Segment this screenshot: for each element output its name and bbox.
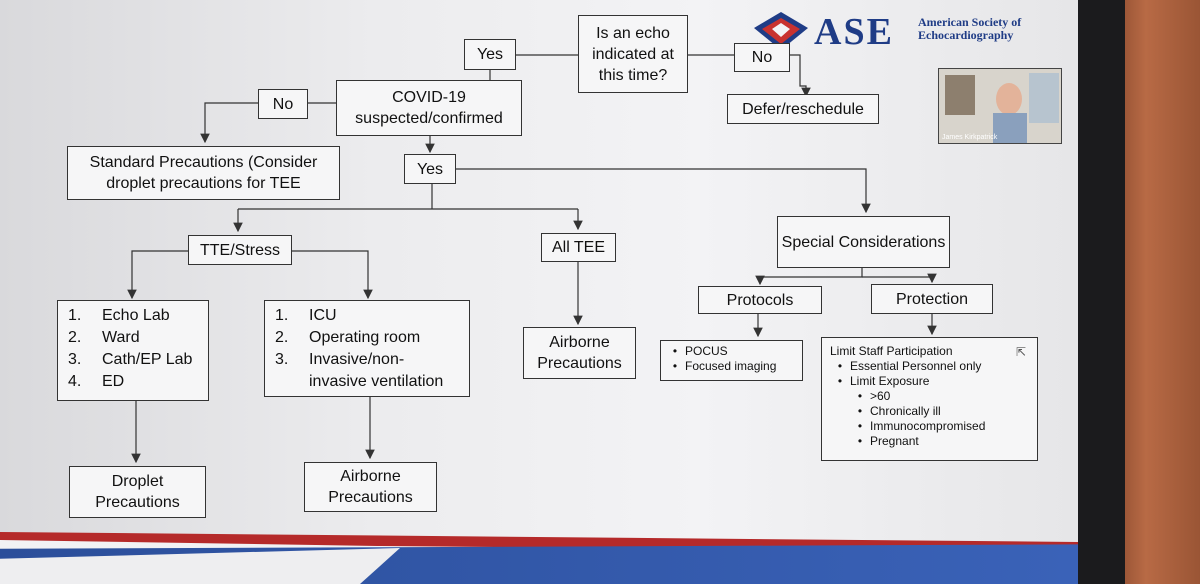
node-special-considerations: Special Considerations: [777, 216, 950, 268]
list-item: 1.ICU: [275, 307, 337, 324]
list-item: 3.Invasive/non-invasive ventilation: [275, 351, 444, 390]
list-item: 3.Cath/EP Lab: [68, 351, 193, 368]
logo-acronym: ASE: [814, 11, 894, 53]
participant-video: [939, 69, 1061, 143]
node-no-top: No: [734, 43, 790, 72]
node-no-covid: No: [258, 89, 308, 119]
node-airborne-tee: Airborne Precautions: [523, 327, 636, 379]
slide-screen: ASE American Society of Echocardiography…: [0, 0, 1078, 584]
protection-heading: Limit Staff Participation: [830, 344, 953, 358]
list-item: •POCUS: [672, 344, 728, 358]
list-locations-droplet: 1.Echo Lab 2.Ward 3.Cath/EP Lab 4.ED: [57, 300, 209, 401]
connector-tte-right: [292, 250, 373, 300]
connector-special-protection: [862, 273, 937, 284]
list-protection: Limit Staff Participation •Essential Per…: [821, 337, 1038, 461]
node-echo-indicated: Is an echo indicated at this time?: [578, 15, 688, 93]
node-all-tee: All TEE: [541, 233, 616, 262]
list-item: •Limit Exposure: [837, 374, 930, 388]
flowchart-connectors: [127, 54, 937, 464]
node-protocols: Protocols: [698, 286, 822, 314]
connector-no-standard: [200, 102, 258, 144]
connector-special-split: [755, 268, 863, 286]
list-sub-item: •Pregnant: [857, 434, 919, 448]
node-airborne-precautions: Airborne Precautions: [304, 462, 437, 512]
node-yes-top: Yes: [464, 39, 516, 70]
list-item: 2.Operating room: [275, 329, 421, 346]
list-item: 2.Ward: [68, 329, 140, 346]
mouse-cursor-icon: ⇱: [1016, 345, 1027, 359]
node-protection: Protection: [871, 284, 993, 314]
list-item: •Essential Personnel only: [837, 359, 982, 373]
ase-logo: ASE American Society of Echocardiography: [750, 8, 1050, 54]
node-tte-stress: TTE/Stress: [188, 235, 292, 265]
list-sub-item: •Immunocompromised: [857, 419, 986, 433]
node-droplet-precautions: Droplet Precautions: [69, 466, 206, 518]
list-item: 4.ED: [68, 373, 125, 390]
list-protocols: •POCUS •Focused imaging: [660, 340, 803, 381]
heart-emblem-icon: [754, 12, 808, 50]
list-item: •Focused imaging: [672, 359, 777, 373]
node-standard-precautions: Standard Precautions (Consider droplet p…: [67, 146, 340, 200]
connector-tte-left: [127, 250, 188, 300]
node-defer: Defer/reschedule: [727, 94, 879, 124]
webcam-thumbnail: James Kirkpatrick: [938, 68, 1062, 144]
node-yes-covid: Yes: [404, 154, 456, 184]
node-covid: COVID-19 suspected/confirmed: [336, 80, 522, 136]
list-sub-item: •>60: [857, 389, 891, 403]
connector-no-defer: [790, 54, 811, 98]
logo-full-name: American Society of Echocardiography: [918, 15, 1022, 42]
room-wall: [1110, 0, 1200, 584]
connector-yes-special: [456, 168, 871, 214]
participant-name: James Kirkpatrick: [942, 134, 998, 141]
list-item: 1.Echo Lab: [68, 307, 170, 324]
list-locations-airborne: 1.ICU 2.Operating room 3.Invasive/non-in…: [264, 300, 470, 397]
list-sub-item: •Chronically ill: [857, 404, 941, 418]
